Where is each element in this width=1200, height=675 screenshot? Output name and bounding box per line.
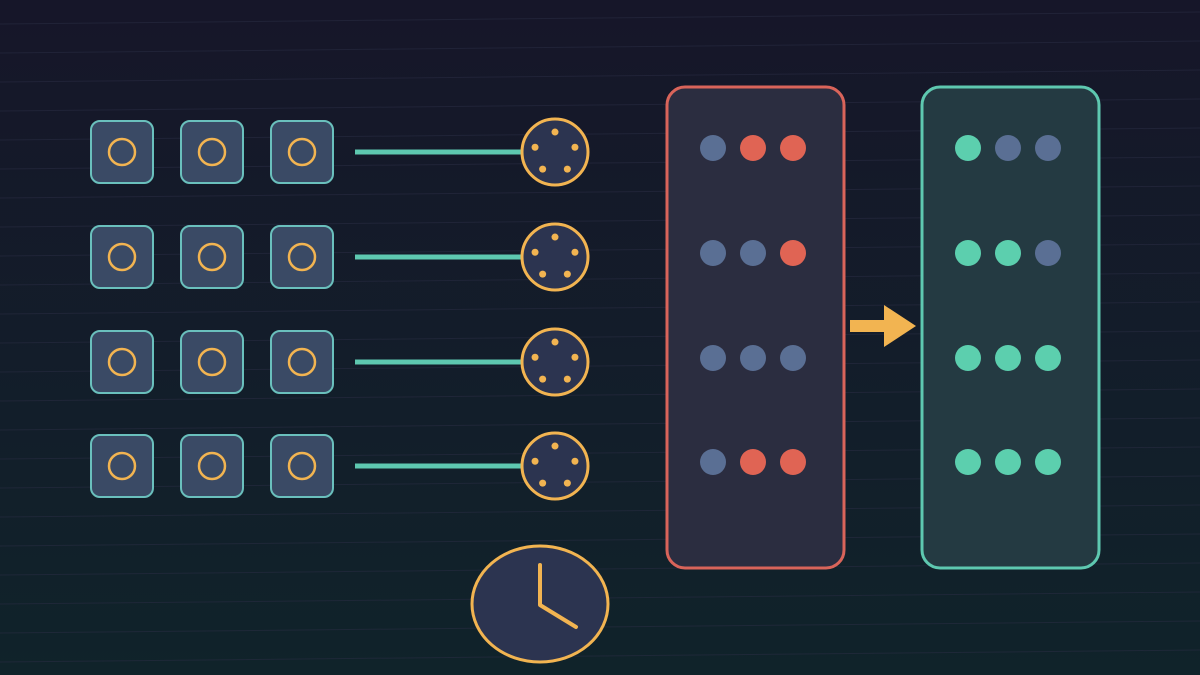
gear-hub-icon: [520, 431, 590, 501]
ring-node-icon: [90, 434, 154, 498]
stripe-line: [0, 11, 1200, 25]
gear-hub-icon: [520, 222, 590, 292]
status-dot: [955, 449, 981, 475]
status-dot: [995, 345, 1021, 371]
status-dot: [700, 135, 726, 161]
clock-icon: [470, 544, 610, 664]
dot-row-before: [700, 345, 806, 371]
dot-row-after: [955, 449, 1061, 475]
node-row: [90, 117, 590, 187]
ring-node-icon: [90, 330, 154, 394]
node-row: [90, 431, 590, 501]
panel-before: [665, 85, 846, 570]
status-dot: [700, 449, 726, 475]
node-rows: [90, 117, 590, 501]
status-dot: [740, 345, 766, 371]
ring-node-icon: [180, 225, 244, 289]
status-dot: [780, 135, 806, 161]
status-dot: [780, 345, 806, 371]
status-dot: [995, 240, 1021, 266]
status-dot: [740, 135, 766, 161]
ring-node-icon: [270, 330, 334, 394]
status-dot: [1035, 449, 1061, 475]
status-dot: [955, 135, 981, 161]
ring-node-icon: [180, 434, 244, 498]
ring-node-icon: [180, 330, 244, 394]
ring-node-icon: [270, 225, 334, 289]
status-dot: [740, 449, 766, 475]
dot-row-before: [700, 135, 806, 161]
ring-node-icon: [180, 120, 244, 184]
dot-row-after: [955, 135, 1061, 161]
status-dot: [1035, 135, 1061, 161]
gear-hub-icon: [520, 327, 590, 397]
arrow-right-icon: [850, 305, 916, 347]
dot-row-before: [700, 240, 806, 266]
ring-node-icon: [270, 434, 334, 498]
status-dot: [740, 240, 766, 266]
stripe-line: [0, 40, 1200, 54]
gear-hub-icon: [520, 117, 590, 187]
status-dot: [955, 345, 981, 371]
dot-row-after: [955, 345, 1061, 371]
dot-row-before: [700, 449, 806, 475]
panel-after: [920, 85, 1101, 570]
status-dots: [700, 135, 1061, 475]
status-dot: [780, 240, 806, 266]
ring-node-icon: [270, 120, 334, 184]
status-dot: [700, 240, 726, 266]
node-row: [90, 327, 590, 397]
ring-node-icon: [90, 225, 154, 289]
status-dot: [700, 345, 726, 371]
status-dot: [780, 449, 806, 475]
status-dot: [1035, 240, 1061, 266]
status-dot: [995, 135, 1021, 161]
status-dot: [955, 240, 981, 266]
node-row: [90, 222, 590, 292]
stripe-line: [0, 649, 1200, 663]
status-dot: [1035, 345, 1061, 371]
ring-node-icon: [90, 120, 154, 184]
status-dot: [995, 449, 1021, 475]
dot-row-after: [955, 240, 1061, 266]
stripe-line: [0, 69, 1200, 83]
